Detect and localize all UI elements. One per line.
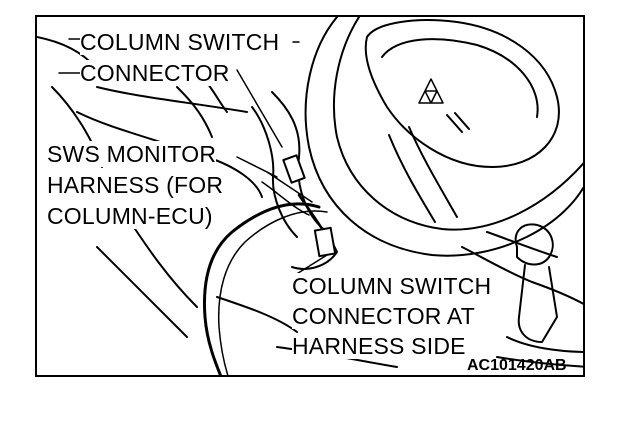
label-column-switch-connector-2: CONNECTOR bbox=[80, 60, 230, 86]
label-harness-side-1: COLUMN SWITCH bbox=[292, 273, 492, 299]
label-column-switch-connector-1: COLUMN SWITCH bbox=[80, 29, 280, 55]
harness-side-connector bbox=[313, 226, 337, 258]
leader-column-switch bbox=[236, 41, 300, 148]
label-sws-monitor-3: COLUMN-ECU) bbox=[47, 203, 213, 229]
leader-harness-side bbox=[294, 254, 328, 276]
label-sws-monitor-2: HARNESS (FOR bbox=[47, 172, 224, 198]
figure-code: AC101420AB bbox=[467, 357, 567, 374]
label-harness-side-2: CONNECTOR AT bbox=[292, 303, 476, 329]
center-console bbox=[461, 246, 583, 305]
column-switch-connector bbox=[282, 154, 306, 184]
dashboard-top bbox=[96, 86, 248, 113]
dashboard-line-drawing bbox=[37, 17, 583, 375]
leader-sws-harness bbox=[236, 156, 278, 178]
gear-shifter bbox=[514, 223, 554, 266]
label-harness-side-3: HARNESS SIDE bbox=[292, 333, 466, 359]
illustration-frame: COLUMN SWITCH CONNECTOR SWS MONITOR HARN… bbox=[35, 15, 585, 377]
steering-wheel-rim bbox=[304, 17, 583, 257]
steering-spoke bbox=[388, 126, 458, 223]
steering-wheel-inner-rim bbox=[332, 17, 583, 231]
harness-wire bbox=[202, 202, 321, 375]
emblem bbox=[418, 78, 444, 104]
label-sws-monitor-1: SWS MONITOR bbox=[47, 141, 217, 167]
steering-hub bbox=[364, 19, 560, 168]
